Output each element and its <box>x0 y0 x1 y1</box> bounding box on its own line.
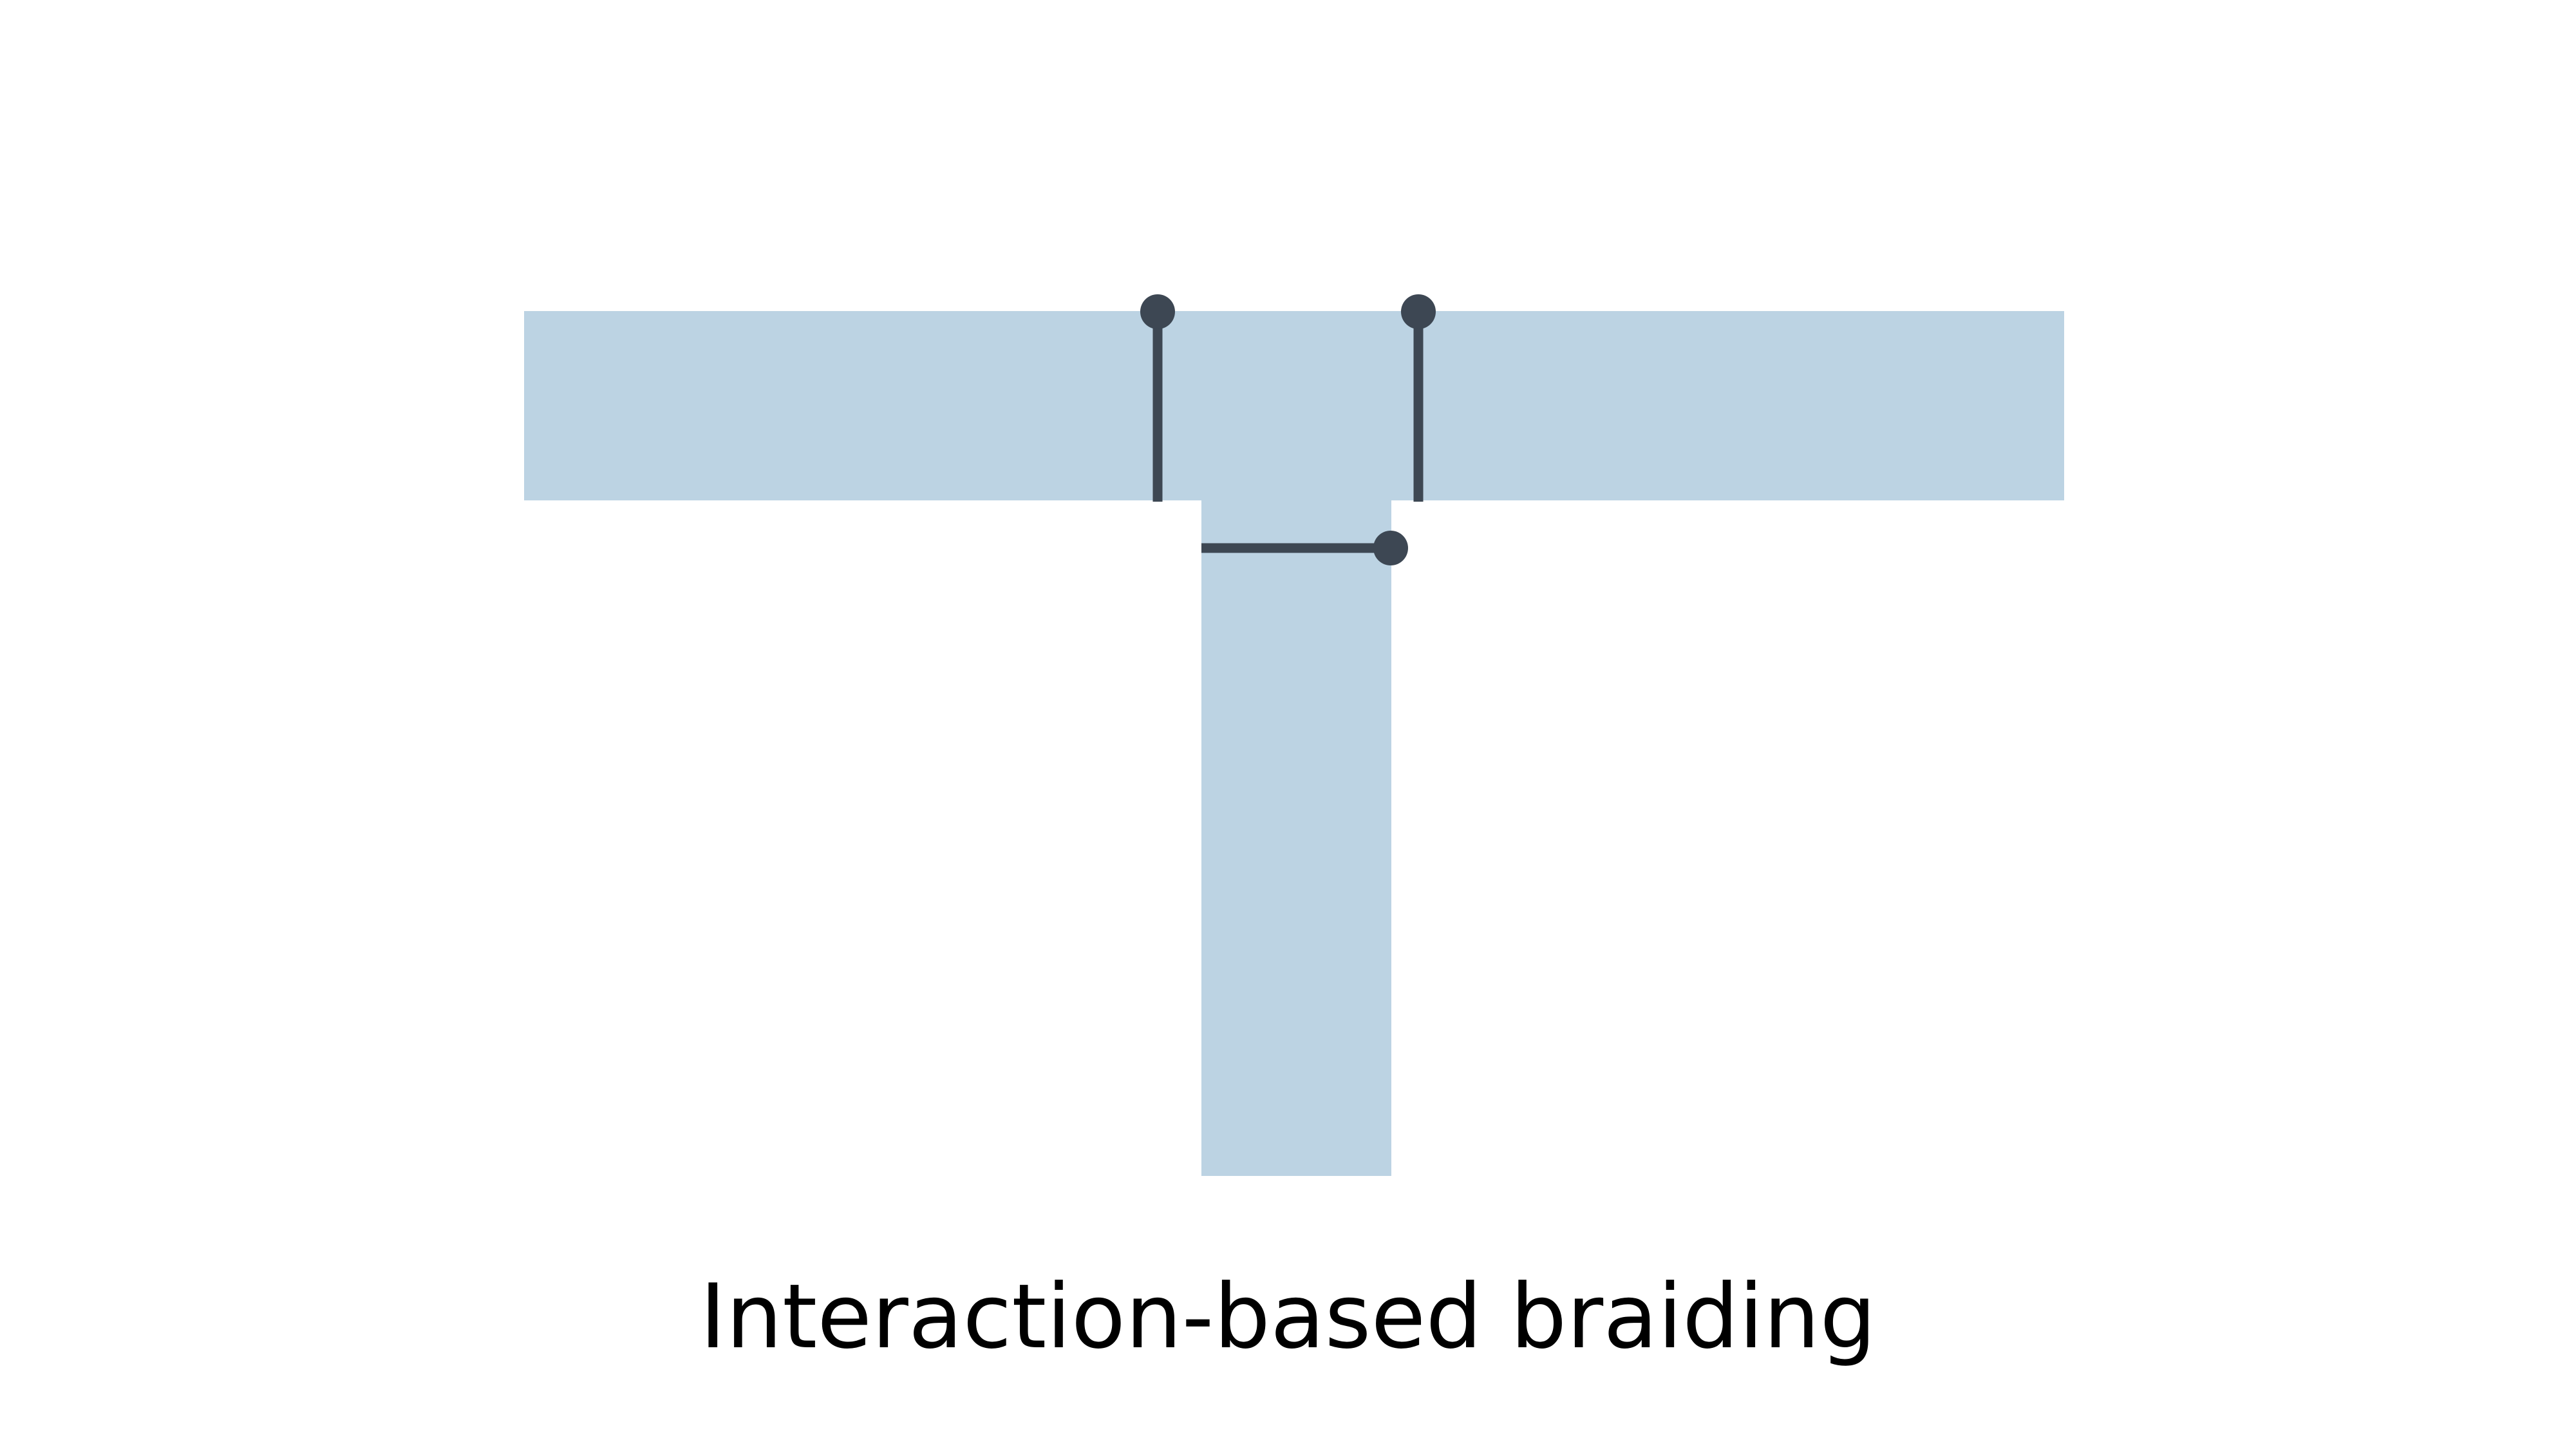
left-wire-endpoint <box>1140 294 1175 329</box>
horizontal-bar <box>524 311 2064 500</box>
diagram-caption: Interaction-based braiding <box>699 1265 1877 1368</box>
right-wire-endpoint <box>1401 294 1436 329</box>
horizontal-wire-endpoint <box>1373 531 1408 565</box>
vertical-stem <box>1201 500 1391 1176</box>
